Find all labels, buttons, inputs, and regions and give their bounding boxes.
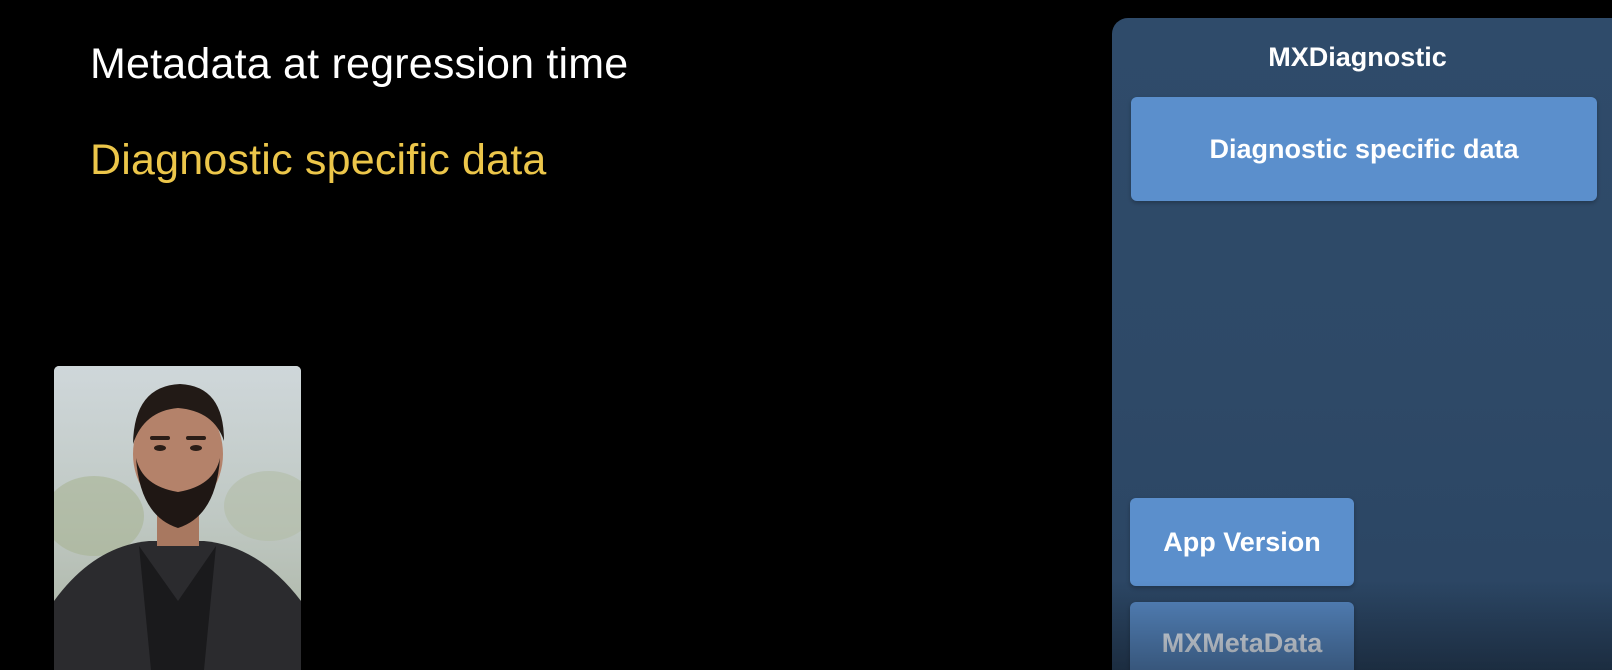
diagnostic-data-block: Diagnostic specific data: [1131, 97, 1597, 201]
slide-subtitle: Diagnostic specific data: [90, 136, 547, 185]
app-version-block: App Version: [1130, 498, 1354, 586]
container-label: MXDiagnostic: [1112, 42, 1603, 73]
block-label: Diagnostic specific data: [1209, 134, 1518, 165]
person-video-icon: [54, 366, 301, 670]
block-label: MXMetaData: [1162, 628, 1323, 659]
presenter-video: [54, 366, 301, 670]
slide-title: Metadata at regression time: [90, 40, 628, 89]
block-label: App Version: [1163, 527, 1321, 558]
mxdiagnostic-container: MXDiagnostic Diagnostic specific data Ap…: [1112, 18, 1612, 670]
mxmetadata-block: MXMetaData: [1130, 602, 1354, 670]
